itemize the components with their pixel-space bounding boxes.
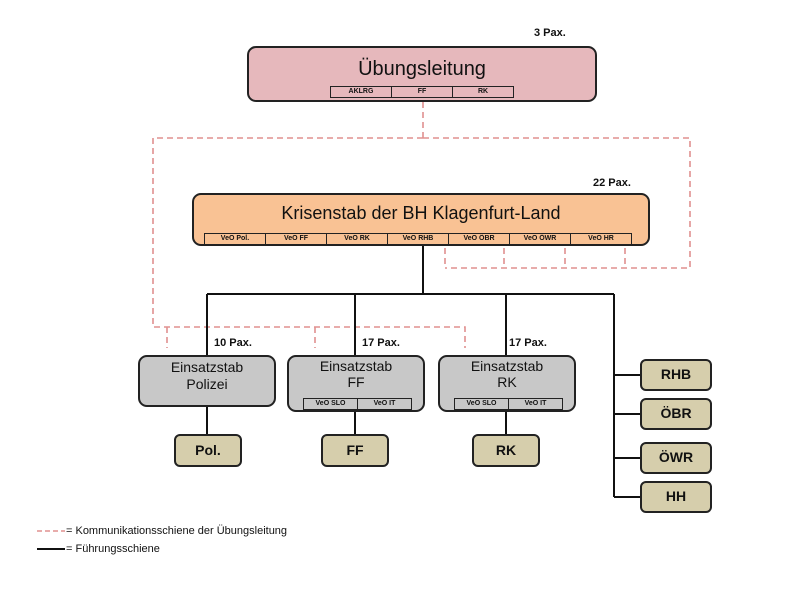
krisenstab-sub-veo-rhb: VeO RHB: [387, 234, 448, 244]
krisenstab-box: Krisenstab der BH Klagenfurt-Land VeO Po…: [192, 193, 650, 246]
uebungsleitung-sub-ff: FF: [391, 87, 452, 97]
krisenstab-sub-veo-ff: VeO FF: [265, 234, 326, 244]
side-unit-rhb: RHB: [640, 359, 712, 391]
einsatzstab-ff-pax: 17 Pax.: [362, 337, 400, 349]
legend-comm-label: = Kommunikationsschiene der Übungsleitun…: [66, 525, 288, 537]
krisenstab-pax: 22 Pax.: [593, 177, 631, 189]
legend-comm: = Kommunikationsschiene der Übungsleitun…: [36, 525, 287, 537]
side-unit-hh: HH: [640, 481, 712, 513]
einsatzstab-rk-sub-row: VeO SLO VeO IT: [454, 398, 563, 410]
comm-line-loop-right: [423, 137, 691, 269]
einsatzstab-rk-pax: 17 Pax.: [509, 337, 547, 349]
einsatzstab-ff-sub-row: VeO SLO VeO IT: [303, 398, 412, 410]
einsatzstab-ff-sub-veo-slo: VeO SLO: [315, 400, 346, 407]
uebungsleitung-box: Übungsleitung AKLRG FF RK: [247, 46, 597, 102]
comm-line-loop-left: [152, 137, 466, 348]
unit-ff: FF: [321, 434, 389, 467]
communication-lines: [152, 102, 691, 348]
krisenstab-sub-row: VeO Pol. VeO FF VeO RK VeO RHB VeO ÖBR V…: [204, 233, 632, 245]
uebungsleitung-title: Übungsleitung: [358, 58, 486, 80]
comm-line-stubs: [444, 248, 626, 268]
einsatzstab-rk-line2: RK: [497, 374, 517, 390]
unit-polizei: Pol.: [174, 434, 242, 467]
legend-lead: = Führungsschiene: [36, 543, 160, 555]
krisenstab-sub-veo-oebr: VeO ÖBR: [448, 234, 509, 244]
einsatzstab-rk-box: Einsatzstab RK VeO SLO VeO IT: [438, 355, 576, 412]
legend-lead-swatch: [37, 548, 65, 550]
krisenstab-sub-veo-oewr: VeO ÖWR: [509, 234, 570, 244]
lead-line-side-branches: [614, 374, 640, 498]
einsatzstab-rk-sub-veo-it: VeO IT: [508, 399, 562, 409]
einsatzstab-ff-box: Einsatzstab FF VeO SLO VeO IT: [287, 355, 425, 412]
einsatzstab-ff-sub-veo-it: VeO IT: [357, 399, 411, 409]
einsatzstab-polizei-line1: Einsatzstab: [170, 359, 244, 375]
unit-rk: RK: [472, 434, 540, 467]
krisenstab-sub-veo-pol: VeO Pol.: [220, 235, 250, 242]
einsatzstab-ff-line2: FF: [347, 374, 365, 390]
uebungsleitung-sub-rk: RK: [452, 87, 513, 97]
side-unit-oebr: ÖBR: [640, 398, 712, 430]
krisenstab-sub-veo-hr: VeO HR: [570, 234, 631, 244]
uebungsleitung-sub-aklrg: AKLRG: [348, 88, 374, 95]
einsatzstab-ff-line1: Einsatzstab: [319, 358, 393, 374]
einsatzstab-polizei-line2: Polizei: [186, 376, 228, 392]
uebungsleitung-pax: 3 Pax.: [534, 27, 566, 39]
einsatzstab-polizei-box: Einsatzstab Polizei: [138, 355, 276, 407]
einsatzstab-rk-line1: Einsatzstab: [470, 358, 544, 374]
krisenstab-sub-veo-rk: VeO RK: [326, 234, 387, 244]
einsatzstab-polizei-pax: 10 Pax.: [214, 337, 252, 349]
uebungsleitung-sub-row: AKLRG FF RK: [330, 86, 514, 98]
legend-comm-swatch: [37, 530, 65, 532]
einsatzstab-rk-sub-veo-slo: VeO SLO: [466, 400, 497, 407]
legend-lead-label: = Führungsschiene: [66, 543, 160, 555]
krisenstab-title: Krisenstab der BH Klagenfurt-Land: [281, 203, 561, 223]
side-unit-oewr: ÖWR: [640, 442, 712, 474]
leadership-lines: [206, 246, 640, 498]
